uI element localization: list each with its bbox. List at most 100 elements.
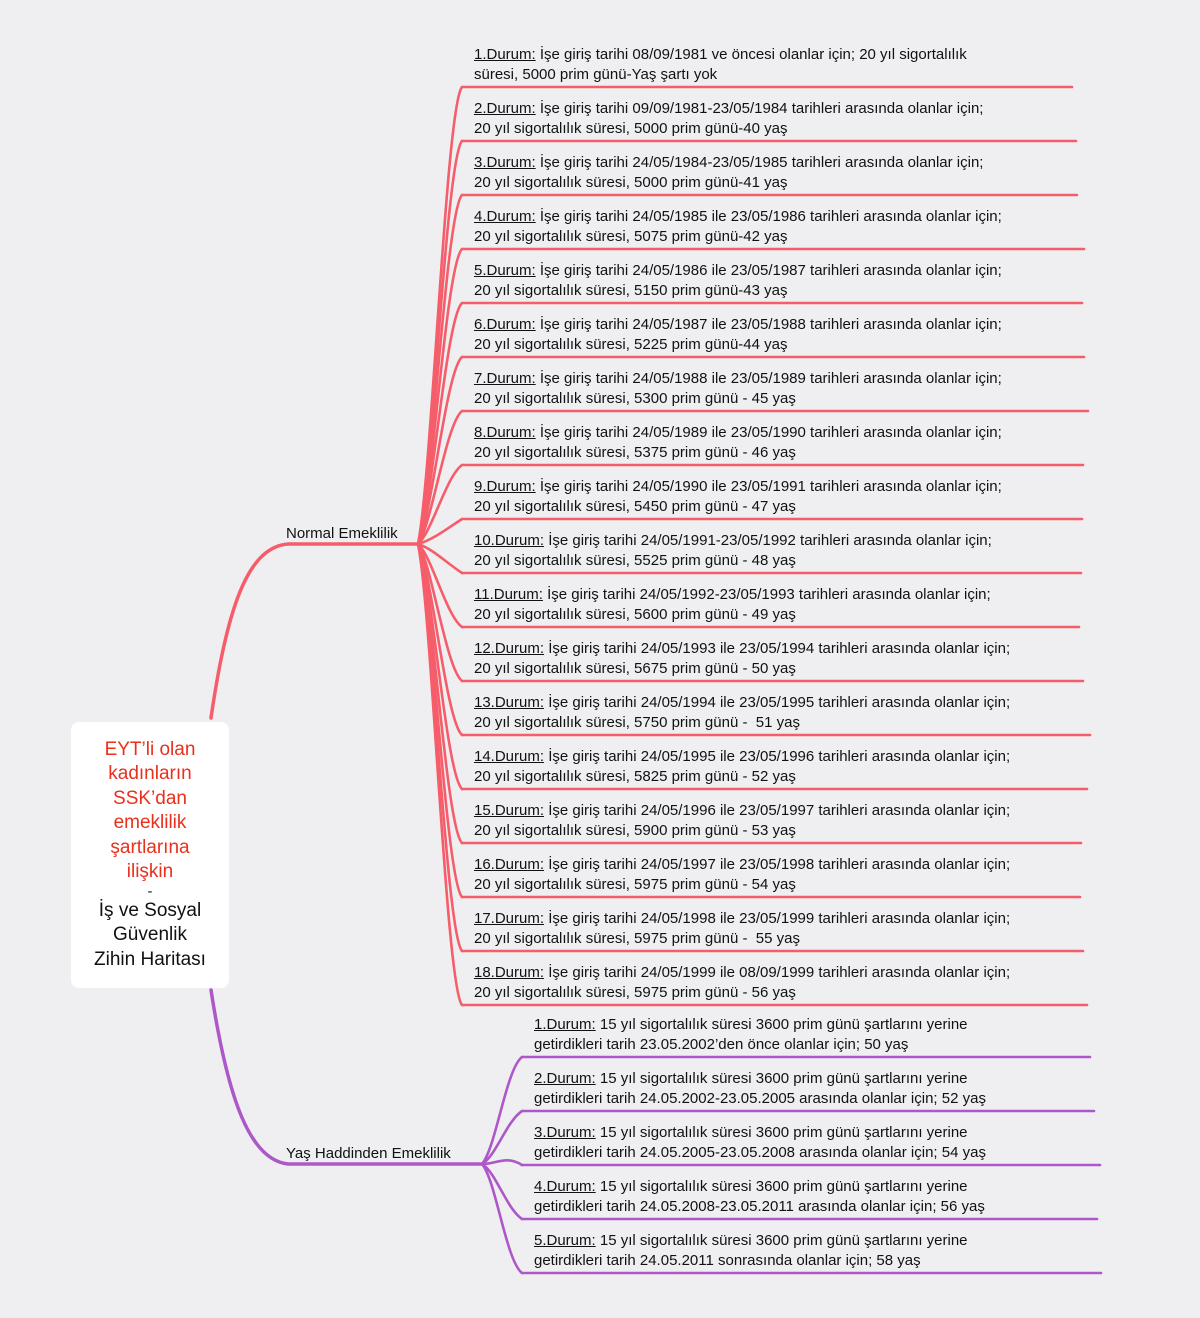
- durum-label: 1.Durum:: [474, 46, 536, 63]
- durum-line-2: 20 yıl sigortalılık süresi, 5075 prim gü…: [474, 228, 788, 245]
- durum-item[interactable]: 14.Durum: İşe giriş tarihi 24/05/1995 il…: [474, 747, 1010, 787]
- durum-text: İşe giriş tarihi 24/05/1986 ile 23/05/19…: [535, 262, 1002, 279]
- durum-label: 4.Durum:: [534, 1178, 596, 1195]
- durum-text: İşe giriş tarihi 24/05/1999 ile 08/09/19…: [544, 964, 1011, 981]
- durum-line-2: getirdikleri tarih 24.05.2002-23.05.2005…: [534, 1090, 986, 1107]
- durum-line-1: 3.Durum: İşe giriş tarihi 24/05/1984-23/…: [474, 153, 983, 173]
- durum-item[interactable]: 5.Durum: 15 yıl sigortalılık süresi 3600…: [534, 1231, 968, 1271]
- durum-line-1: 2.Durum: İşe giriş tarihi 09/09/1981-23/…: [474, 99, 983, 119]
- durum-text: İşe giriş tarihi 24/05/1985 ile 23/05/19…: [535, 208, 1002, 225]
- durum-item[interactable]: 7.Durum: İşe giriş tarihi 24/05/1988 ile…: [474, 369, 1002, 409]
- durum-line-1: 11.Durum: İşe giriş tarihi 24/05/1992-23…: [474, 585, 991, 605]
- durum-line-1: 13.Durum: İşe giriş tarihi 24/05/1994 il…: [474, 693, 1010, 713]
- durum-line-2: 20 yıl sigortalılık süresi, 5000 prim gü…: [474, 120, 788, 137]
- durum-item[interactable]: 8.Durum: İşe giriş tarihi 24/05/1989 ile…: [474, 423, 1002, 463]
- durum-item[interactable]: 1.Durum: 15 yıl sigortalılık süresi 3600…: [534, 1015, 968, 1055]
- durum-text: İşe giriş tarihi 24/05/1991-23/05/1992 t…: [544, 532, 992, 549]
- durum-label: 3.Durum:: [534, 1124, 596, 1141]
- durum-line-2: 20 yıl sigortalılık süresi, 5000 prim gü…: [474, 174, 788, 191]
- durum-text: İşe giriş tarihi 24/05/1989 ile 23/05/19…: [535, 424, 1002, 441]
- durum-label: 2.Durum:: [474, 100, 536, 117]
- item-connector: [480, 1162, 524, 1221]
- branch-normal-emeklilik[interactable]: Normal Emeklilik: [286, 525, 398, 542]
- root-title: EYT’li olan kadınların SSK’dan emeklilik…: [104, 738, 196, 883]
- durum-label: 16.Durum:: [474, 856, 545, 873]
- durum-text: 15 yıl sigortalılık süresi 3600 prim gün…: [595, 1232, 968, 1249]
- durum-item[interactable]: 5.Durum: İşe giriş tarihi 24/05/1986 ile…: [474, 261, 1002, 301]
- durum-label: 12.Durum:: [474, 640, 545, 657]
- item-connector: [416, 517, 464, 546]
- durum-line-2: 20 yıl sigortalılık süresi, 5975 prim gü…: [474, 984, 796, 1001]
- durum-line-2: 20 yıl sigortalılık süresi, 5450 prim gü…: [474, 498, 796, 515]
- durum-item[interactable]: 3.Durum: 15 yıl sigortalılık süresi 3600…: [534, 1123, 986, 1163]
- durum-item[interactable]: 13.Durum: İşe giriş tarihi 24/05/1994 il…: [474, 693, 1010, 733]
- durum-label: 15.Durum:: [474, 802, 545, 819]
- durum-line-2: 20 yıl sigortalılık süresi, 5975 prim gü…: [474, 930, 800, 947]
- durum-line-2: 20 yıl sigortalılık süresi, 5225 prim gü…: [474, 336, 788, 353]
- durum-line-1: 12.Durum: İşe giriş tarihi 24/05/1993 il…: [474, 639, 1010, 659]
- durum-line-1: 17.Durum: İşe giriş tarihi 24/05/1998 il…: [474, 909, 1010, 929]
- durum-item[interactable]: 11.Durum: İşe giriş tarihi 24/05/1992-23…: [474, 585, 991, 625]
- durum-text: İşe giriş tarihi 24/05/1993 ile 23/05/19…: [544, 640, 1011, 657]
- durum-item[interactable]: 18.Durum: İşe giriş tarihi 24/05/1999 il…: [474, 963, 1010, 1003]
- durum-text: İşe giriş tarihi 09/09/1981-23/05/1984 t…: [535, 100, 984, 117]
- durum-label: 3.Durum:: [474, 154, 536, 171]
- durum-line-1: 18.Durum: İşe giriş tarihi 24/05/1999 il…: [474, 963, 1010, 983]
- durum-line-2: 20 yıl sigortalılık süresi, 5675 prim gü…: [474, 660, 796, 677]
- item-connector: [416, 542, 464, 629]
- durum-label: 14.Durum:: [474, 748, 545, 765]
- durum-item[interactable]: 4.Durum: 15 yıl sigortalılık süresi 3600…: [534, 1177, 985, 1217]
- item-connector: [416, 355, 464, 546]
- durum-line-1: 6.Durum: İşe giriş tarihi 24/05/1987 ile…: [474, 315, 1002, 335]
- durum-label: 10.Durum:: [474, 532, 545, 549]
- durum-line-2: 20 yıl sigortalılık süresi, 5525 prim gü…: [474, 552, 796, 569]
- durum-item[interactable]: 2.Durum: 15 yıl sigortalılık süresi 3600…: [534, 1069, 986, 1109]
- durum-label: 17.Durum:: [474, 910, 545, 927]
- durum-item[interactable]: 4.Durum: İşe giriş tarihi 24/05/1985 ile…: [474, 207, 1002, 247]
- durum-item[interactable]: 12.Durum: İşe giriş tarihi 24/05/1993 il…: [474, 639, 1010, 679]
- durum-text: İşe giriş tarihi 24/05/1997 ile 23/05/19…: [544, 856, 1011, 873]
- item-connector: [416, 542, 464, 1007]
- durum-line-2: 20 yıl sigortalılık süresi, 5750 prim gü…: [474, 714, 800, 731]
- durum-text: İşe giriş tarihi 24/05/1992-23/05/1993 t…: [542, 586, 991, 603]
- durum-label: 2.Durum:: [534, 1070, 596, 1087]
- durum-label: 6.Durum:: [474, 316, 536, 333]
- item-connector: [416, 409, 464, 546]
- durum-text: İşe giriş tarihi 24/05/1990 ile 23/05/19…: [535, 478, 1002, 495]
- branch-yas-haddinden-emeklilik[interactable]: Yaş Haddinden Emeklilik: [286, 1145, 451, 1162]
- branch-connector: [209, 542, 420, 720]
- root-separator: -: [147, 882, 153, 900]
- durum-line-1: 1.Durum: İşe giriş tarihi 08/09/1981 ve …: [474, 45, 967, 65]
- durum-line-1: 5.Durum: 15 yıl sigortalılık süresi 3600…: [534, 1231, 968, 1251]
- durum-text: İşe giriş tarihi 24/05/1994 ile 23/05/19…: [544, 694, 1011, 711]
- durum-text: 15 yıl sigortalılık süresi 3600 prim gün…: [595, 1178, 968, 1195]
- durum-text: 15 yıl sigortalılık süresi 3600 prim gün…: [595, 1016, 968, 1033]
- durum-item[interactable]: 10.Durum: İşe giriş tarihi 24/05/1991-23…: [474, 531, 992, 571]
- durum-text: İşe giriş tarihi 24/05/1988 ile 23/05/19…: [535, 370, 1002, 387]
- durum-line-2: 20 yıl sigortalılık süresi, 5975 prim gü…: [474, 876, 796, 893]
- durum-line-1: 15.Durum: İşe giriş tarihi 24/05/1996 il…: [474, 801, 1010, 821]
- durum-item[interactable]: 16.Durum: İşe giriş tarihi 24/05/1997 il…: [474, 855, 1010, 895]
- durum-line-2: getirdikleri tarih 24.05.2005-23.05.2008…: [534, 1144, 986, 1161]
- durum-item[interactable]: 2.Durum: İşe giriş tarihi 09/09/1981-23/…: [474, 99, 983, 139]
- root-node[interactable]: EYT’li olan kadınların SSK’dan emeklilik…: [71, 722, 229, 988]
- durum-label: 7.Durum:: [474, 370, 536, 387]
- item-connector: [480, 1159, 524, 1167]
- item-connector: [480, 1055, 524, 1166]
- item-connector: [480, 1162, 524, 1275]
- durum-item[interactable]: 3.Durum: İşe giriş tarihi 24/05/1984-23/…: [474, 153, 983, 193]
- durum-text: İşe giriş tarihi 24/05/1987 ile 23/05/19…: [535, 316, 1002, 333]
- durum-item[interactable]: 17.Durum: İşe giriş tarihi 24/05/1998 il…: [474, 909, 1010, 949]
- durum-text: İşe giriş tarihi 24/05/1995 ile 23/05/19…: [544, 748, 1011, 765]
- durum-item[interactable]: 9.Durum: İşe giriş tarihi 24/05/1990 ile…: [474, 477, 1002, 517]
- durum-text: İşe giriş tarihi 24/05/1998 ile 23/05/19…: [544, 910, 1011, 927]
- durum-item[interactable]: 15.Durum: İşe giriş tarihi 24/05/1996 il…: [474, 801, 1010, 841]
- durum-line-2: 20 yıl sigortalılık süresi, 5375 prim gü…: [474, 444, 796, 461]
- durum-item[interactable]: 6.Durum: İşe giriş tarihi 24/05/1987 ile…: [474, 315, 1002, 355]
- durum-text: 15 yıl sigortalılık süresi 3600 prim gün…: [595, 1070, 968, 1087]
- durum-line-2: 20 yıl sigortalılık süresi, 5150 prim gü…: [474, 282, 788, 299]
- durum-line-1: 9.Durum: İşe giriş tarihi 24/05/1990 ile…: [474, 477, 1002, 497]
- durum-label: 13.Durum:: [474, 694, 545, 711]
- durum-label: 5.Durum:: [474, 262, 536, 279]
- durum-item[interactable]: 1.Durum: İşe giriş tarihi 08/09/1981 ve …: [474, 45, 967, 85]
